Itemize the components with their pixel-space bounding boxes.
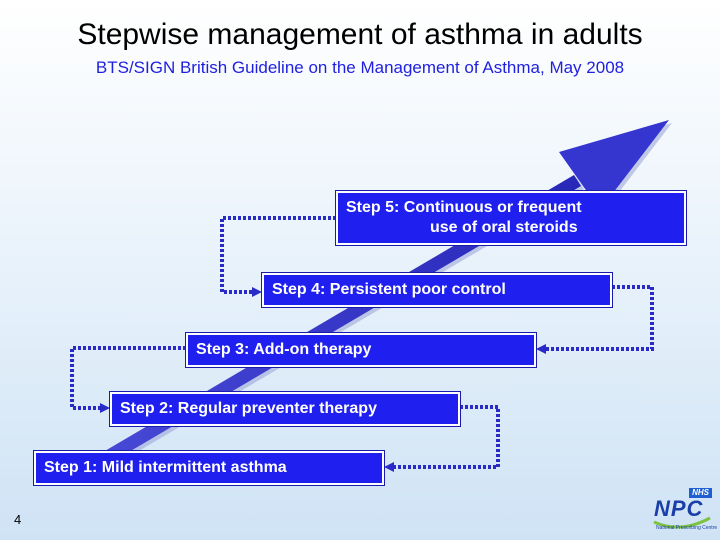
connector-arrowhead xyxy=(536,344,546,354)
step-4-box: Step 4: Persistent poor control xyxy=(261,272,613,308)
logo-swoosh-icon xyxy=(653,516,711,529)
connector-5-4 xyxy=(220,216,336,294)
step-5-label-line2: use of oral steroids xyxy=(430,219,578,236)
step-5-box: Step 5: Continuous or frequent use of or… xyxy=(335,190,687,246)
logo-name: NPC xyxy=(654,496,704,521)
connector-4-3 xyxy=(546,285,654,351)
npc-logo: NHS NPC National Prescribing Centre xyxy=(650,488,718,536)
logo-subtext: National Prescribing Centre xyxy=(656,525,718,531)
nhs-badge: NHS xyxy=(689,488,712,498)
step-2-box: Step 2: Regular preventer therapy xyxy=(109,391,461,427)
page-title: Stepwise management of asthma in adults xyxy=(77,18,643,51)
connector-arrowhead xyxy=(384,462,394,472)
connector-3-2 xyxy=(70,346,186,410)
step-1-box: Step 1: Mild intermittent asthma xyxy=(33,450,385,486)
step-2-label: Step 2: Regular preventer therapy xyxy=(120,400,377,417)
connector-2-1 xyxy=(394,405,500,469)
step-4-label: Step 4: Persistent poor control xyxy=(272,281,506,298)
step-5-label-line1: Step 5: Continuous or frequent xyxy=(346,199,582,216)
step-1-label: Step 1: Mild intermittent asthma xyxy=(44,459,287,476)
step-3-box: Step 3: Add-on therapy xyxy=(185,332,537,368)
connector-arrowhead xyxy=(252,287,262,297)
page-subtitle: BTS/SIGN British Guideline on the Manage… xyxy=(95,58,625,77)
connector-arrowhead xyxy=(100,403,110,413)
step-3-label: Step 3: Add-on therapy xyxy=(196,341,372,358)
page-number: 4 xyxy=(14,512,22,527)
